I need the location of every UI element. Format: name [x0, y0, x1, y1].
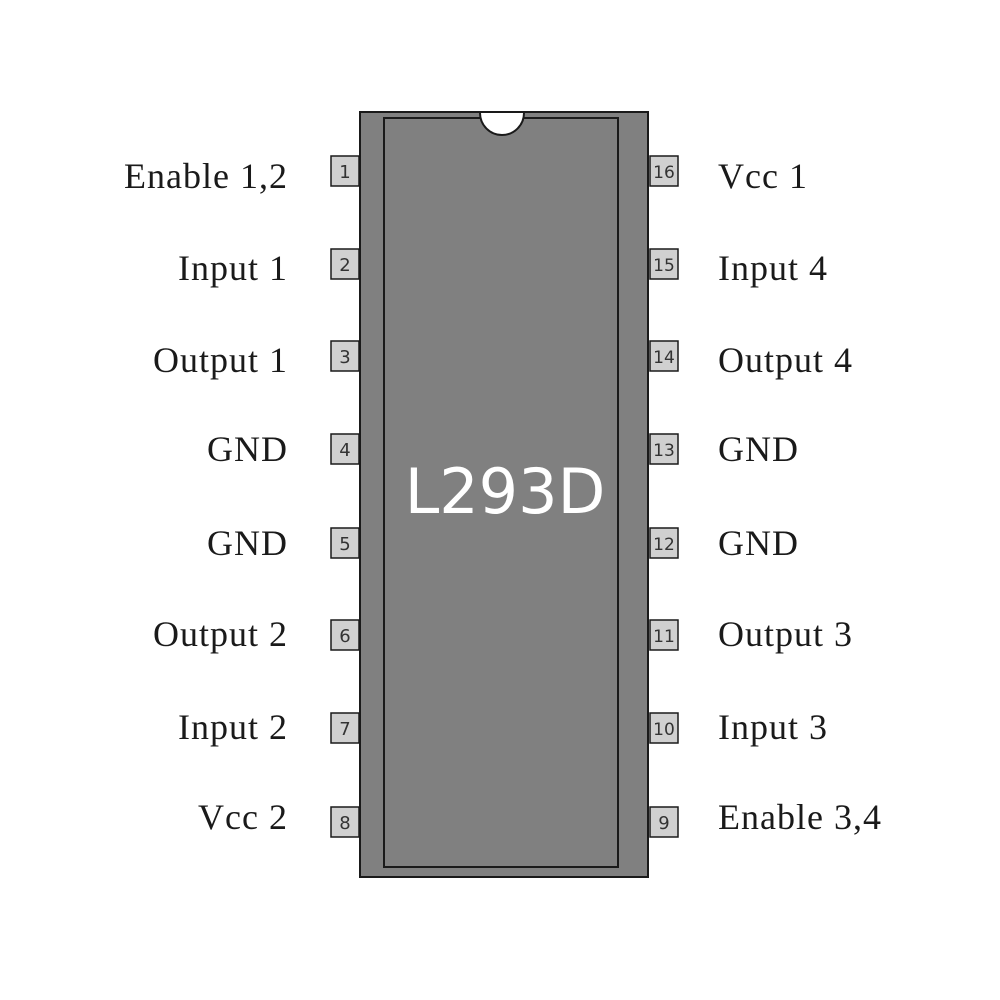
pin-2-number: 2 — [339, 255, 350, 276]
pin-8-label: Vcc 2 — [198, 797, 288, 837]
pin-11: 11 — [649, 619, 679, 651]
pin-12-number: 12 — [653, 535, 675, 555]
pin-12-label: GND — [718, 523, 799, 563]
pin-7-number: 7 — [339, 719, 350, 740]
pin-3-number: 3 — [339, 347, 350, 368]
pin-14: 14 — [649, 340, 679, 372]
pin-5-label: GND — [207, 523, 288, 563]
pin-8-number: 8 — [339, 813, 350, 834]
pin-3-label: Output 1 — [152, 340, 288, 380]
pin-1-pad — [330, 155, 360, 187]
pin-2-label: Input 1 — [178, 248, 288, 288]
pin-16-number: 16 — [653, 163, 675, 183]
pin-4: 4 — [330, 433, 360, 465]
pin-15-pad — [649, 248, 679, 280]
pin-5: 5 — [330, 527, 360, 559]
pin-7-label: Input 2 — [178, 707, 288, 747]
pin-12-pad — [649, 527, 679, 559]
pin-5-pad — [330, 527, 360, 559]
pin-7: 7 — [330, 712, 360, 744]
pin-13-number: 13 — [653, 441, 675, 461]
pin-16-pad — [649, 155, 679, 187]
pin-11-label: Output 3 — [718, 614, 854, 654]
pin-7-pad — [330, 712, 360, 744]
pin-5-number: 5 — [339, 534, 350, 555]
pin-14-label: Output 4 — [718, 340, 854, 380]
pin-4-label: GND — [207, 429, 288, 469]
chip-name: L293D — [404, 455, 606, 528]
pin-11-pad — [649, 619, 679, 651]
pin-8: 8 — [330, 806, 360, 838]
pin-10-label: Input 3 — [718, 707, 828, 747]
pin-9-pad — [649, 806, 679, 838]
pin-3: 3 — [330, 340, 360, 372]
pin-1-label: Enable 1,2 — [124, 156, 288, 196]
pin-3-pad — [330, 340, 360, 372]
pin-4-number: 4 — [339, 440, 350, 461]
pin-16: 16 — [649, 155, 679, 187]
pin-1: 1 — [330, 155, 360, 187]
pin-13: 13 — [649, 433, 679, 465]
pin-16-label: Vcc 1 — [718, 156, 808, 196]
pin-6: 6 — [330, 619, 360, 651]
pin-2-pad — [330, 248, 360, 280]
pin-12: 12 — [649, 527, 679, 559]
pin-9-label: Enable 3,4 — [718, 797, 882, 837]
pin-15-number: 15 — [653, 256, 675, 276]
pin-13-label: GND — [718, 429, 799, 469]
pin-6-pad — [330, 619, 360, 651]
pin-11-number: 11 — [653, 627, 675, 647]
pin-15-label: Input 4 — [718, 248, 828, 288]
chip-body — [359, 111, 649, 878]
orientation-notch — [479, 112, 525, 136]
pin-9: 9 — [649, 806, 679, 838]
pin-10-pad — [649, 712, 679, 744]
pin-14-number: 14 — [653, 348, 675, 368]
pin-6-label: Output 2 — [152, 614, 288, 654]
pin-13-pad — [649, 433, 679, 465]
pin-4-pad — [330, 433, 360, 465]
pin-10: 10 — [649, 712, 679, 744]
pin-6-number: 6 — [339, 626, 350, 647]
pin-15: 15 — [649, 248, 679, 280]
pin-1-number: 1 — [339, 162, 350, 183]
pin-14-pad — [649, 340, 679, 372]
pin-10-number: 10 — [653, 720, 675, 740]
pin-2: 2 — [330, 248, 360, 280]
pin-9-number: 9 — [658, 813, 669, 834]
pin-8-pad — [330, 806, 360, 838]
